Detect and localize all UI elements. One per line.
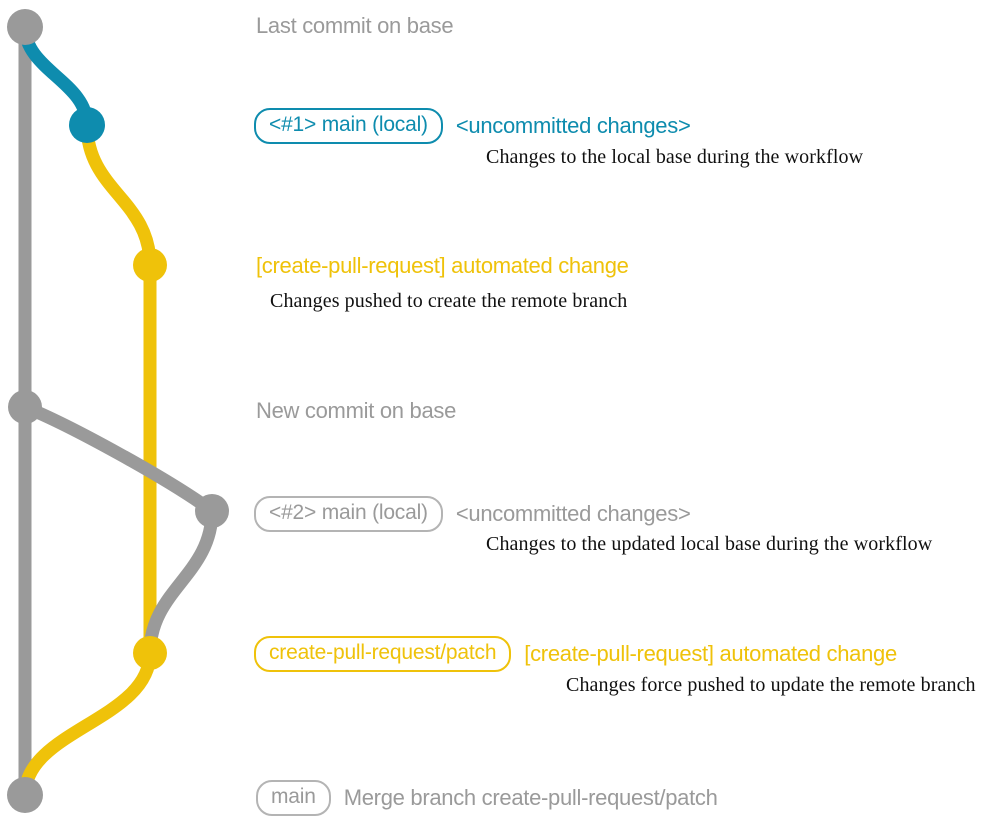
branch-label-local-2[interactable]: <#2> main (local)	[254, 496, 443, 533]
commit-row-local-uncommitted-1: <#1> main (local) <uncommitted changes>	[254, 108, 691, 145]
updated-local-branch-curve	[18, 400, 219, 518]
merge-curve	[18, 646, 157, 802]
commit-subject: Last commit on base	[256, 13, 454, 38]
commit-description: Changes to the updated local base during…	[486, 533, 933, 555]
node-merge-commit	[7, 777, 43, 813]
commit-subject: <uncommitted changes>	[455, 501, 691, 527]
remote-branch-curve-1	[80, 118, 157, 272]
node-local-2	[195, 494, 229, 528]
commit-description: Changes to the local base during the wor…	[486, 146, 864, 168]
commit-row-new-commit-on-base: New commit on base	[256, 398, 456, 424]
commit-subject: <uncommitted changes>	[455, 113, 691, 139]
branch-label-create-pull-request-patch[interactable]: create-pull-request/patch	[254, 636, 512, 673]
node-automated-change-2	[133, 636, 167, 670]
node-local-1	[69, 107, 105, 143]
commit-graph	[7, 9, 229, 813]
commit-subject: Merge branch create-pull-request/patch	[343, 785, 718, 811]
commit-row-last-commit-on-base: Last commit on base	[256, 13, 454, 39]
node-last-commit-on-base	[7, 9, 43, 45]
commit-row-automated-change-1: [create-pull-request] automated change	[256, 253, 629, 279]
commit-subject: [create-pull-request] automated change	[256, 253, 629, 278]
commit-row-merge-commit: main Merge branch create-pull-request/pa…	[256, 780, 718, 817]
commit-subject: [create-pull-request] automated change	[524, 641, 897, 667]
commit-subject: New commit on base	[256, 398, 457, 423]
node-new-commit-on-base	[8, 390, 42, 424]
commit-description: Changes pushed to create the remote bran…	[270, 290, 628, 312]
updated-local-to-patch-curve	[143, 504, 219, 660]
commit-row-automated-change-2: create-pull-request/patch [create-pull-r…	[254, 636, 897, 673]
commit-row-local-uncommitted-2: <#2> main (local) <uncommitted changes>	[254, 496, 691, 533]
branch-label-main[interactable]: main	[256, 780, 331, 817]
commit-description: Changes force pushed to update the remot…	[566, 674, 976, 696]
node-automated-change-1	[133, 248, 167, 282]
branch-label-local-1[interactable]: <#1> main (local)	[254, 108, 443, 145]
